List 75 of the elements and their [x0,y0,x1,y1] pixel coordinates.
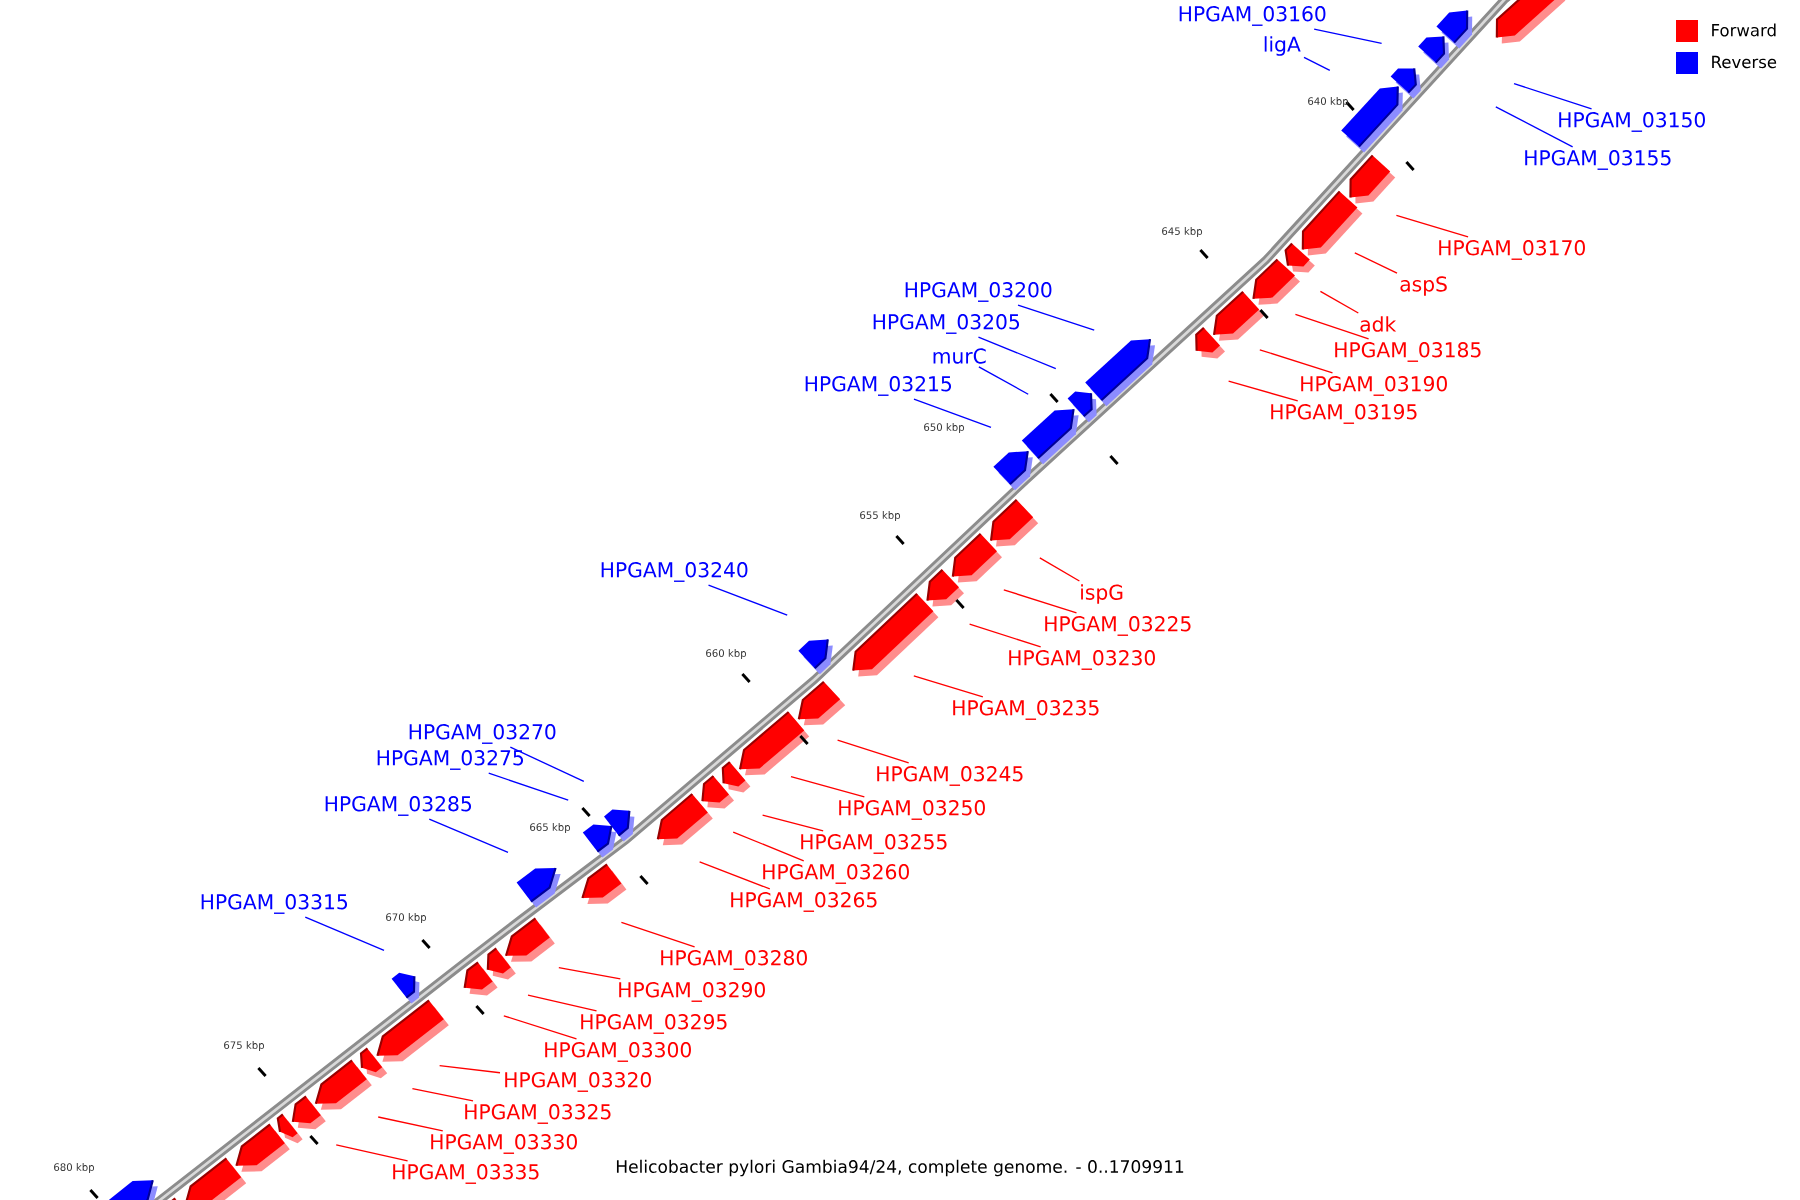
gene-label: HPGAM_03205 [873,314,1020,334]
gene-label: HPGAM_03240 [601,562,748,582]
gene-label: HPGAM_03225 [1045,616,1191,636]
leader-line [836,739,910,764]
gene-label: HPGAM_03155 [1525,150,1671,170]
leader-line [438,1064,501,1074]
gene-label: HPGAM_03270 [409,724,556,744]
leader-line [1513,82,1593,110]
gene-label: HPGAM_03245 [877,766,1023,786]
gene-label: HPGAM_03280 [661,950,807,970]
leader-line [913,675,984,698]
leader-line [503,1015,578,1040]
leader-line [509,746,585,783]
gene-label: ligA [1264,36,1301,56]
leader-line [428,818,509,854]
leader-line [488,772,569,801]
leader-line [1003,589,1078,614]
gene-label: HPGAM_03285 [325,796,471,816]
leader-line [698,861,771,890]
leader-line [1227,380,1299,402]
leader-line [377,1116,444,1132]
gene-label: HPGAM_03330 [431,1134,577,1154]
gene-label: HPGAM_03275 [377,750,523,770]
gene-label: HPGAM_03325 [465,1104,611,1124]
gene-label: HPGAM_03320 [505,1072,651,1092]
gene-label: HPGAM_03160 [1179,6,1326,26]
legend-label: Forward [1712,23,1776,37]
leader-line [1017,304,1095,331]
leader-line [620,921,696,948]
gene-label: HPGAM_03250 [839,800,985,820]
gene-label: HPGAM_03255 [801,834,947,854]
gene-label: murC [933,348,986,364]
gene-label: HPGAM_03295 [581,1014,727,1034]
leader-line [1395,214,1469,238]
gene-label: ispG [1081,584,1123,604]
gene-label: HPGAM_03200 [905,282,1052,302]
leader-line [304,916,385,952]
gene-label: HPGAM_03195 [1271,404,1417,424]
leader-line [1319,290,1359,314]
gene-label: HPGAM_03230 [1009,650,1155,670]
leader-line [968,623,1042,648]
gene-label: HPGAM_03235 [953,700,1099,720]
leader-line [1354,252,1398,274]
gene-label: HPGAM_03150 [1559,112,1705,132]
leader-line [790,775,866,798]
leader-line [1039,557,1081,582]
leader-line [335,1144,409,1162]
gene-label: aspS [1400,276,1447,296]
gene-label: HPGAM_03335 [393,1164,539,1184]
gene-label: HPGAM_03170 [1439,240,1585,260]
caption: Helicobacter pylori Gambia94/24, complete genome. - 0..1709911 [616,1159,1184,1177]
leader-line [1294,313,1370,340]
leader-line [558,966,621,980]
leader-line [977,336,1057,370]
gene-label: adk [1360,316,1397,332]
leader-line [761,814,824,832]
gene-label: HPGAM_03290 [619,982,765,1002]
gene-label: HPGAM_03265 [731,892,877,912]
leader-line [1303,56,1331,72]
gene-label: HPGAM_03315 [201,894,347,914]
leader-line [978,366,1029,395]
leader-line [707,584,788,616]
gene-label: HPGAM_03300 [545,1042,691,1062]
legend-label: Reverse [1712,55,1777,69]
leader-line [411,1087,474,1102]
leader-line [732,831,805,862]
leader-line [913,398,992,429]
leader-line [1259,349,1334,374]
gene-label: HPGAM_03190 [1301,376,1447,396]
gene-label: HPGAM_03185 [1335,342,1481,362]
leader-line [1495,106,1574,148]
leader-line [527,994,598,1012]
gene-label: HPGAM_03260 [763,864,909,884]
gene-label: HPGAM_03215 [805,376,952,396]
leader-line [1313,28,1383,45]
